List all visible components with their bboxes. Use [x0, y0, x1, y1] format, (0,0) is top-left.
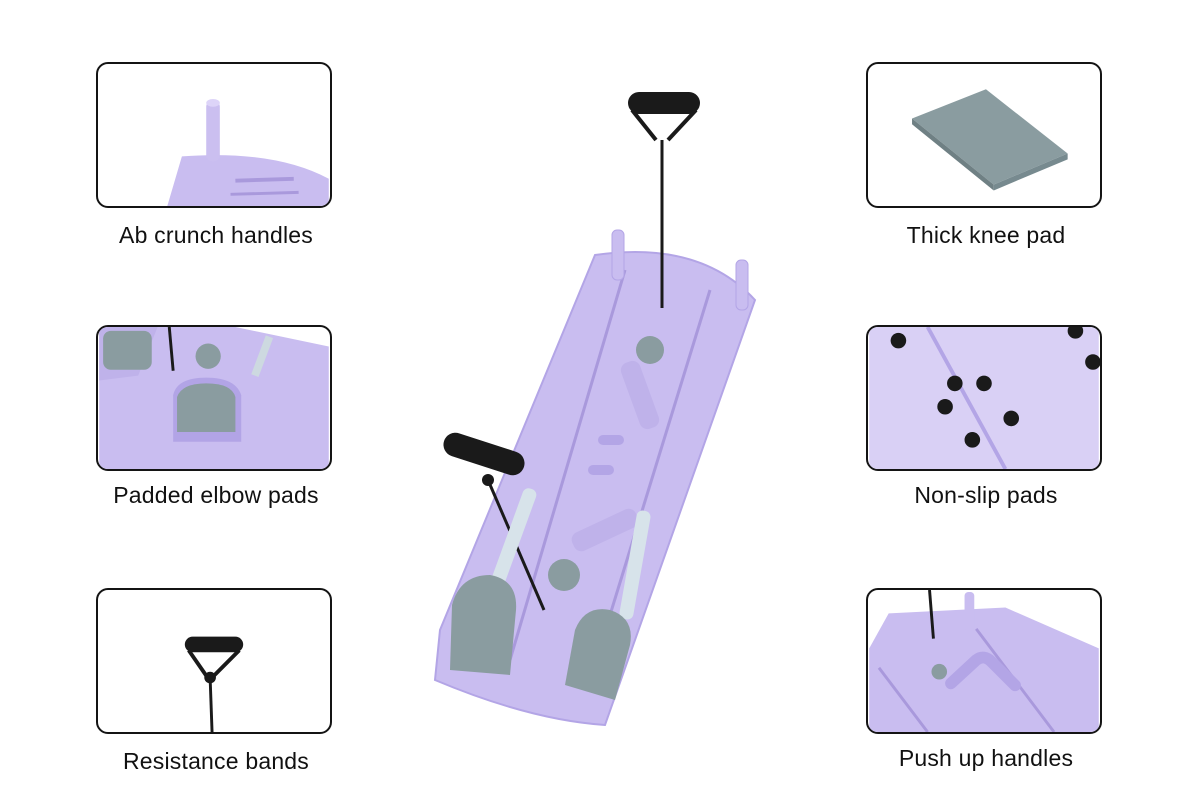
knee-pad-caption: Thick knee pad [906, 222, 1066, 248]
elbow-pads-caption: Padded elbow pads [113, 482, 319, 508]
ab-crunch-caption: Ab crunch handles [119, 222, 313, 248]
non-slip-caption: Non-slip pads [914, 482, 1058, 508]
non-slip-pads-image [869, 327, 1100, 469]
elbow-pads-image [99, 327, 329, 469]
knee-pad-panel [866, 62, 1102, 208]
ab-crunch-panel [96, 62, 332, 208]
pilates-board-image [400, 70, 820, 750]
push-up-panel [866, 588, 1102, 734]
non-slip-panel [866, 325, 1102, 471]
bands-caption: Resistance bands [122, 748, 310, 774]
ab-crunch-handle-image [167, 99, 329, 206]
elbow-pads-panel [96, 325, 332, 471]
push-up-caption: Push up handles [898, 745, 1074, 771]
resistance-band-image [184, 636, 244, 732]
bands-panel [96, 588, 332, 734]
knee-pad-image [912, 89, 1068, 191]
push-up-handle-image [869, 590, 1099, 732]
